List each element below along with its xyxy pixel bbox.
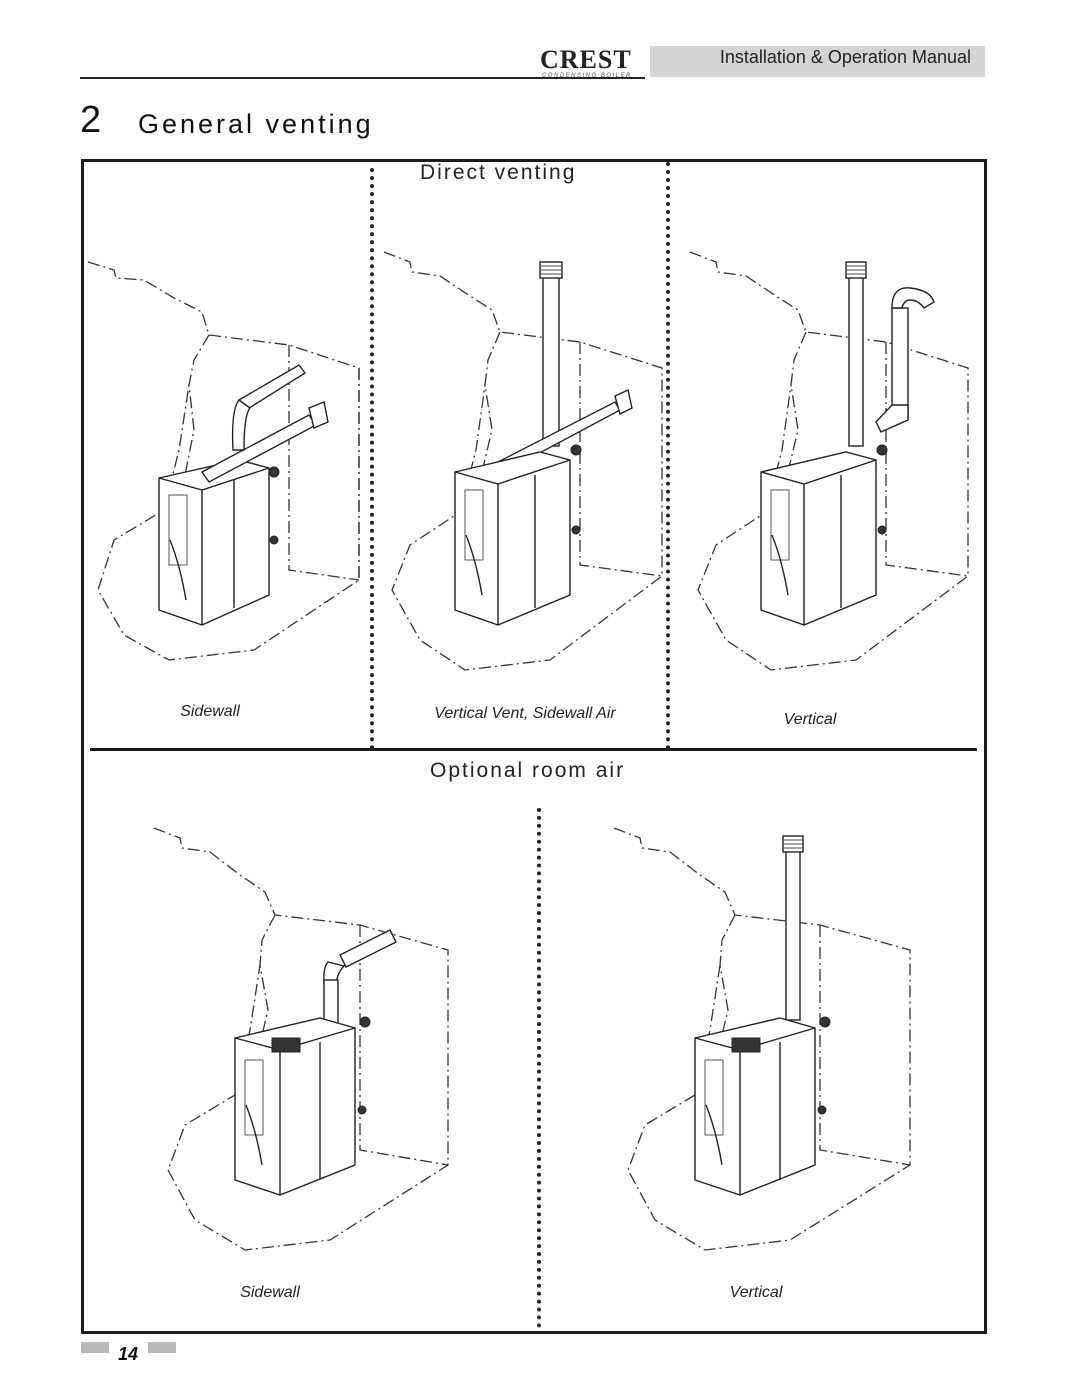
crest-logo: CREST CONDENSING BOILER — [540, 46, 648, 80]
section-title: General venting — [138, 109, 374, 139]
boiler-vertical-direct-illustration — [689, 251, 969, 671]
manual-title: Installation & Operation Manual — [719, 47, 971, 67]
page-number: 14 — [118, 1344, 139, 1364]
section-number: 2 — [80, 99, 102, 141]
venting-figure-frame — [81, 159, 987, 1334]
boiler-sidewall-room-air-illustration — [153, 827, 449, 1251]
caption-room-air-vertical: Vertical — [729, 1284, 783, 1301]
manual-title-band: Installation & Operation Manual — [650, 46, 985, 77]
footer-bar-left — [81, 1342, 109, 1353]
caption-room-air-sidewall: Sidewall — [240, 1284, 300, 1301]
footer-bar-right — [148, 1342, 176, 1353]
caption-direct-sidewall: Sidewall — [180, 703, 240, 720]
logo-tagline: CONDENSING BOILER — [542, 73, 632, 79]
caption-direct-vertical: Vertical — [783, 711, 837, 728]
boiler-vertical-room-air-illustration — [613, 827, 911, 1251]
optional-room-air-heading: Optional room air — [430, 759, 626, 782]
direct-venting-heading: Direct venting — [420, 161, 577, 184]
row-divider — [90, 748, 977, 751]
panel-divider — [537, 808, 541, 1328]
boiler-sidewall-direct-illustration — [87, 261, 360, 661]
caption-vertical-vent-sidewall-air: Vertical Vent, Sidewall Air — [434, 705, 616, 722]
panel-divider — [370, 168, 374, 750]
boiler-vertical-vent-sidewall-air-illustration — [383, 251, 663, 671]
header-rule — [80, 77, 645, 79]
panel-divider — [666, 162, 670, 750]
logo-wordmark: CREST — [540, 45, 632, 74]
